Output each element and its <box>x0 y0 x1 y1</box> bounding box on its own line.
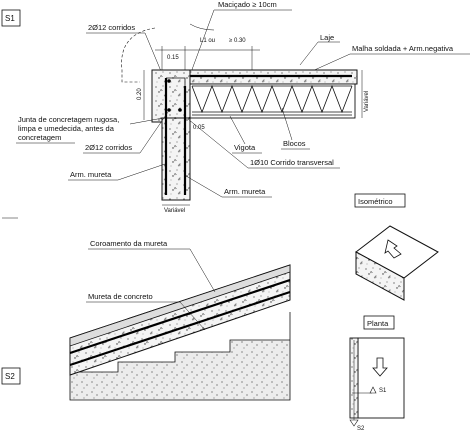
rebar-sloped-1 <box>69 278 291 355</box>
plan-view: Planta S1 S2 <box>349 315 405 432</box>
junta-line1: Junta de concretagem rugosa, <box>18 115 119 124</box>
junta-leader <box>129 117 164 125</box>
ground-steps <box>69 312 291 401</box>
macicado-label: Maciçado ≥ 10cm <box>218 0 277 9</box>
planta-title: Planta <box>367 319 389 328</box>
s1-marker-icon <box>369 386 377 394</box>
dim-variavel-right: Variável <box>364 91 370 112</box>
mureta-leader <box>179 301 206 331</box>
rebar-dot-2 <box>167 108 171 112</box>
formwork-curve <box>121 27 156 83</box>
junta-line3: concretagem <box>18 133 61 142</box>
arm-mureta-left-label: Arm. mureta <box>70 170 112 179</box>
dim-bracket <box>189 23 215 31</box>
bars-top-label: 2Ø12 corridos <box>88 23 135 32</box>
iso-front-face <box>355 251 405 301</box>
section-1-tag: S1 <box>5 14 15 23</box>
dim-020: 0.20 <box>137 88 143 100</box>
rebar-sloped-2 <box>69 290 291 367</box>
blocks-zone <box>189 83 356 119</box>
section-1-tag-box <box>1 9 21 27</box>
laje-label: Laje <box>320 33 334 42</box>
down-arrow-icon <box>384 239 402 259</box>
bars-top-leader <box>144 32 164 77</box>
rebar-dot-3 <box>178 108 182 112</box>
plan-s2-label: S2 <box>357 426 365 432</box>
laje-leader <box>299 41 319 66</box>
stirrup <box>166 77 186 100</box>
corrido-leader <box>187 118 249 169</box>
macicado-leader <box>189 9 215 76</box>
section-2-tag: S2 <box>5 372 15 381</box>
arm-mureta-right-label: Arm. mureta <box>224 187 266 196</box>
isometrico-title: Isométrico <box>358 197 393 206</box>
section-1: S1 Maciçado ≥ 10cm L1 ou ≥ 0.30 0.15 Laj… <box>1 0 470 214</box>
dim-030-label: ≥ 0.30 <box>229 38 246 44</box>
truss-lattice <box>191 84 353 116</box>
corrido-label: 1Ø10 Corrido transversal <box>250 158 334 167</box>
plan-slab <box>357 337 405 419</box>
blocos-label: Blocos <box>283 139 306 148</box>
coroamento-band <box>69 264 291 347</box>
coroamento-label: Coroamento da mureta <box>90 239 168 248</box>
s2-marker-icon <box>349 419 359 427</box>
plan-s1-label: S1 <box>379 388 387 394</box>
plan-arrow-icon <box>372 357 388 377</box>
dim-l1-label: L1 ou <box>200 38 215 44</box>
arm-mureta-right-leader <box>185 175 223 198</box>
dim-015-label: 0.15 <box>167 55 179 61</box>
section-2-tag-box <box>1 367 21 385</box>
malha-label: Malha soldada + Arm.negativa <box>352 44 454 53</box>
arm-mureta-left-leader <box>117 163 166 181</box>
planta-title-box <box>363 315 395 330</box>
bars-bottom-leader <box>139 111 169 154</box>
coroamento-leader <box>189 248 216 293</box>
dim-variavel-bottom: Variável <box>164 208 185 214</box>
isometric-view: Isométrico <box>354 193 439 301</box>
junta-line2: limpa e umedecida, antes da <box>18 124 115 133</box>
bars-bottom-label: 2Ø12 corridos <box>85 143 132 152</box>
malha-leader <box>309 53 351 73</box>
vigota-label: Vigota <box>234 143 256 152</box>
blocos-leader <box>281 107 293 141</box>
isometrico-title-box <box>354 193 406 208</box>
mureta-label: Mureta de concreto <box>88 292 153 301</box>
rebar-dot-1 <box>167 79 171 83</box>
vigota-leader <box>229 115 246 145</box>
section-2: S2 Coroamento da mureta Mureta de concre… <box>1 217 291 401</box>
